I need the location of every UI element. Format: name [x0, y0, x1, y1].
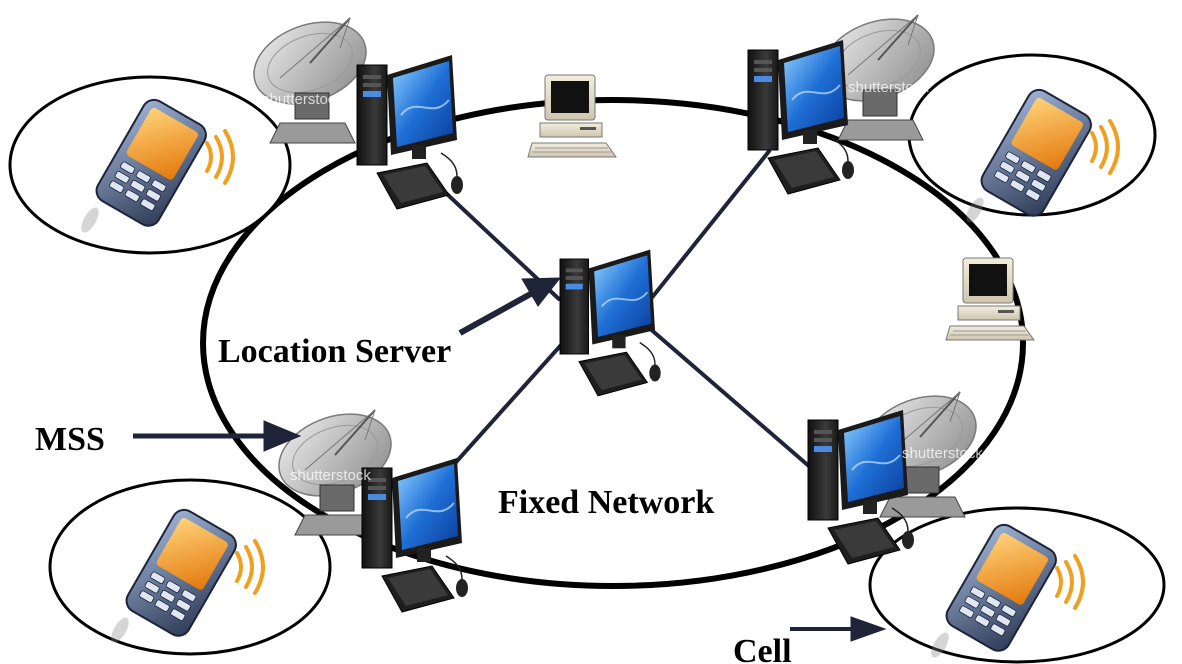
link-bottom-left	[438, 333, 572, 482]
mss-bottom-left: shutterstock	[266, 398, 469, 613]
mss-arrowhead	[263, 420, 302, 452]
workstation-icon	[356, 54, 464, 210]
desktop-computer-icon	[527, 74, 617, 158]
location-server-label: Location Server	[218, 333, 451, 370]
cell-label: Cell	[733, 633, 792, 664]
workstation-icon	[747, 39, 855, 195]
link-top-right	[648, 148, 772, 302]
workstation-icon	[361, 457, 469, 613]
mss-top-right: shutterstock	[747, 3, 947, 195]
location-server-arrow	[458, 288, 538, 336]
desktop-computer-icon	[945, 257, 1035, 341]
mss-label: MSS	[35, 421, 105, 458]
mss-bottom-right: shutterstock	[807, 380, 989, 565]
watermark-text: shutterstock	[902, 445, 983, 462]
fixed-network-label: Fixed Network	[498, 484, 714, 521]
watermark-text: shutterstock	[262, 91, 343, 108]
cell-arrowhead	[850, 616, 887, 642]
arrows	[133, 277, 887, 642]
watermark-text: shutterstock	[848, 79, 929, 96]
link-bottom-right	[638, 318, 827, 482]
location-server-arrowhead	[521, 277, 562, 307]
watermark-text: shutterstock	[290, 467, 371, 484]
fixed-network-ring	[200, 97, 1026, 589]
mss-top-left: shutterstock	[241, 6, 464, 210]
location-server-icon	[559, 248, 662, 397]
